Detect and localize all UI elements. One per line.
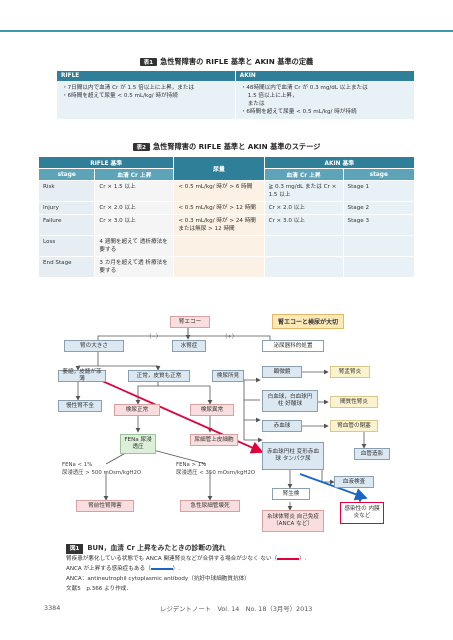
flow-urine-test: 検尿所見	[212, 370, 244, 382]
table2-sub-cr2: 血清 Cr 上昇	[263, 168, 344, 181]
flow-minus: （−）	[146, 334, 162, 340]
flow-vascular: 腎血管の閉塞	[330, 420, 378, 432]
table2-cell	[263, 235, 344, 257]
figure-note-3: ANCA：antineutrophil cytoplasmic antibody…	[66, 576, 250, 582]
table-row: End Stage 3 カ月を超えて透 析療法を要する	[37, 256, 416, 278]
table1-header-rifle: RIFLE	[56, 71, 236, 81]
table2-cell: Stage 1	[342, 180, 416, 202]
flow-chronic: 慢性腎不全	[58, 400, 102, 412]
table2-cell	[173, 256, 265, 278]
flow-urologic: 泌尿器科的処置	[262, 340, 324, 352]
table1-rifle-line: ・6時間を超えて尿量 < 0.5 mL/kg/ 時が持続	[62, 93, 178, 99]
flow-blood-test: 血液検査	[334, 476, 374, 488]
table2-cell	[342, 256, 416, 278]
table2-cell: Injury	[37, 201, 96, 215]
table1-header-akin: AKIN	[234, 71, 414, 81]
figure-note-1-text: 腎疾患が悪化している状態でも ANCA 関連腎炎などが合併する場合が少なく ない…	[66, 556, 278, 562]
table2-cell	[342, 235, 416, 257]
flow-osm-low: 尿浸透圧 < 350 mOsm/kgH2O	[176, 470, 256, 476]
table2-cell	[263, 256, 344, 278]
table2-cell: Loss	[37, 235, 96, 257]
table-row: Loss 4 週間を超えて 透析療法を要する	[37, 235, 416, 257]
figure-source: 文献5 p.366 より作成．	[66, 586, 132, 592]
table1-badge: 表1	[139, 58, 158, 66]
table2-cell: Cr × 2.0 以上	[94, 201, 175, 215]
flow-infection: 感染性の 内膜炎など	[340, 502, 384, 524]
table1-title: 急性腎障害の RIFLE 基準と AKIN 基準の定義	[160, 57, 314, 66]
table1-akin-line: ・48時間以内で血清 Cr が 0.3 mg/dL 以上または	[240, 85, 368, 91]
header-rule	[0, 30, 453, 32]
blue-arrow	[299, 473, 368, 501]
flow-sediment-abnormal: 検尿異常	[190, 404, 234, 416]
figure-note-1-end: ）.	[299, 556, 307, 562]
figure-note-1: 腎疾患が悪化している状態でも ANCA 関連腎炎などが合併する場合が少なく ない…	[66, 554, 406, 564]
flow-wbc-cast: 白血球，白血球円柱 好酸球	[262, 390, 318, 412]
table1-akin-line: 1.5 倍以上に上昇，	[247, 93, 298, 99]
table2: RIFLE 基準 尿量 AKIN 基準 stage 血清 Cr 上昇 血清 Cr…	[37, 156, 416, 278]
flow-prerenal: 腎前性腎障害	[76, 500, 134, 512]
page-number: 3384	[44, 604, 61, 612]
flow-pyelonephritis: 腎盂腎炎	[330, 366, 370, 378]
table2-sub-stage: stage	[37, 168, 96, 181]
flow-hydronephrosis: 水腎症	[172, 340, 206, 352]
table2-cell: Failure	[37, 214, 96, 236]
table2-cell: < 0.5 mL/kg/ 時が > 6 時間	[173, 180, 265, 202]
flow-atrophy: 萎縮，皮髄が菲薄	[58, 369, 106, 382]
table2-cell: Cr × 3.0 以上	[263, 214, 344, 236]
flow-atn: 急性尿細管壊死	[180, 500, 240, 512]
table2-cell: < 0.3 mL/kg/ 時が > 24 時間 または無尿 > 12 時間	[173, 214, 265, 236]
figure-badge: 図1	[66, 544, 84, 554]
flow-fena-high: FENa > 1%	[176, 462, 207, 468]
figure-note-2: ANCA が上昇する感染症もある（ ）.	[66, 564, 406, 574]
flow-renal-biopsy: 腎生検	[272, 488, 310, 500]
flow-hematuria: 顕微鏡	[262, 366, 302, 378]
table2-cell: End Stage	[37, 256, 96, 278]
figure-note-2-text: ANCA が上昇する感染症もある（	[66, 566, 151, 572]
flow-renal-echo: 腎エコー	[170, 316, 210, 328]
flow-interstitial: 間質性腎炎	[330, 396, 378, 408]
table1-akin-cell: ・48時間以内で血清 Cr が 0.3 mg/dL 以上または 1.5 倍以上に…	[234, 81, 414, 119]
flow-highlight: 腎エコーと検尿が大切	[272, 314, 345, 329]
table2-sub-stage2: stage	[342, 168, 416, 181]
table2-cell: Stage 2	[342, 201, 416, 215]
flow-kidney-size: 腎の大きさ	[64, 340, 124, 352]
figure-title-text: BUN，血清 Cr 上昇をみたときの診断の流れ	[87, 544, 226, 552]
table1-akin-line: または	[247, 101, 265, 107]
table2-cell: Stage 3	[342, 214, 416, 236]
table2-title: 急性腎障害の RIFLE 基準と AKIN 基準のステージ	[153, 142, 321, 151]
flow-fena-low: FENa < 1%	[62, 462, 93, 468]
blue-arrow-legend-icon	[150, 567, 173, 570]
table2-badge: 表2	[132, 143, 150, 151]
flow-glomerulonephritis: 糸球体腎炎 自己免疫（ANCA など）	[262, 510, 324, 532]
flow-sediment-normal: 検尿正常	[114, 404, 160, 416]
figure-note-2-end: ）.	[172, 566, 181, 572]
table-row: Injury Cr × 2.0 以上 < 0.5 mL/kg/ 時が > 12 …	[37, 201, 416, 215]
table-row: Failure Cr × 3.0 以上 < 0.3 mL/kg/ 時が > 24…	[37, 214, 416, 236]
flow-fena: FENa 尿浸透圧	[120, 434, 156, 454]
flow-plus: （+）	[222, 334, 238, 340]
table2-cell: < 0.5 mL/kg/ 時が > 12 時間	[173, 201, 265, 215]
journal-info: レジデントノート Vol. 14 No. 18（3月号）2013	[160, 605, 313, 613]
table2-cell: Cr × 3.0 以上	[94, 214, 175, 236]
flow-rbc-cast: 赤血球円柱 変形赤血球 タンパク尿	[262, 442, 324, 470]
flow-angiography: 血管造影	[354, 448, 390, 460]
table2-cell: 3 カ月を超えて透 析療法を要する	[94, 256, 175, 278]
table1: RIFLE AKIN ・7日間以内で血清 Cr が 1.5 倍以上に上昇，または…	[56, 71, 414, 119]
table-row: Risk Cr × 1.5 以上 < 0.5 mL/kg/ 時が > 6 時間 …	[37, 180, 416, 202]
table1-rifle-cell: ・7日間以内で血清 Cr が 1.5 倍以上に上昇，または ・6時間を超えて尿量…	[56, 81, 236, 119]
flow-osm-high: 尿浸透圧 > 500 mOsm/kgH2O	[62, 470, 142, 476]
table1-rifle-line: ・7日間以内で血清 Cr が 1.5 倍以上に上昇，または	[62, 85, 195, 91]
flow-normal: 正常，皮質も正常	[128, 370, 190, 382]
flow-rbc: 赤血球	[262, 420, 302, 432]
flow-tubular-cells: 尿細管上皮細胞	[190, 434, 238, 446]
table1-akin-line: ・6時間を超えて尿量 < 0.5 mL/kg/ 時が持続	[240, 109, 357, 115]
red-arrow-legend-icon	[277, 557, 300, 560]
table2-header-rifle: RIFLE 基準	[37, 156, 175, 169]
table2-header-urine: 尿量	[173, 156, 265, 181]
